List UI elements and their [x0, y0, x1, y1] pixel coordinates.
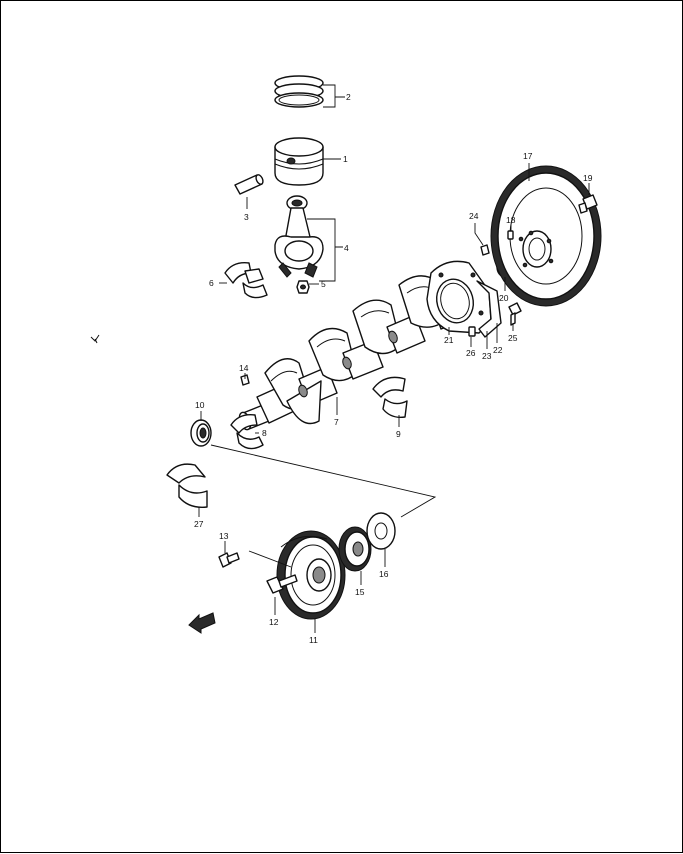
callout-27: 27: [194, 519, 204, 529]
callout-6: 6: [209, 278, 214, 288]
callout-19: 19: [583, 173, 593, 183]
flywheel-bolt: [578, 194, 598, 214]
flywheel-pin: [507, 230, 514, 240]
dowel-pin: [468, 326, 476, 337]
connecting-rod: [274, 195, 324, 278]
main-bearing-upper: [372, 376, 408, 419]
callout-10: 10: [195, 400, 205, 410]
connecting-rod-bearing: [224, 262, 268, 299]
callout-11: 11: [309, 635, 318, 645]
callout-15: 15: [355, 587, 365, 597]
piston-pin: [234, 174, 264, 195]
front-oil-seal: [190, 419, 212, 447]
pulley-bolt: [266, 574, 298, 594]
callout-12: 12: [269, 617, 279, 627]
callout-4: 4: [344, 243, 349, 253]
callout-24: 24: [469, 211, 479, 221]
callout-20: 20: [499, 293, 509, 303]
oil-seal-housing-bolt: [480, 244, 490, 256]
callout-14: 14: [239, 363, 249, 373]
callout-1: 1: [343, 154, 348, 164]
callout-9: 9: [396, 429, 401, 439]
rod-nut: [296, 280, 310, 294]
callout-8: 8: [262, 428, 267, 438]
callout-22: 22: [493, 345, 503, 355]
callout-leaders: [198, 84, 590, 633]
callout-numbers: 2 1 3 4 5 6 7 8 9 10 11 12 13 14 15 16 1…: [194, 92, 593, 645]
rear-plate: [476, 280, 502, 338]
callout-5: 5: [321, 279, 326, 289]
thrust-bearing: [166, 463, 208, 508]
flywheel: [490, 165, 602, 307]
piston: [274, 137, 324, 186]
callout-17: 17: [523, 151, 533, 161]
rear-plate-bolt: [508, 302, 522, 326]
main-bearing-lower: [230, 414, 264, 450]
crankshaft-pulley: [276, 530, 346, 620]
callout-18: 18: [506, 215, 516, 225]
callout-25: 25: [508, 333, 518, 343]
rear-oil-seal-housing: [426, 260, 492, 334]
scan-mark-icon: [90, 334, 100, 344]
callout-2: 2: [346, 92, 351, 102]
front-direction-arrow-icon: [188, 612, 216, 634]
pulley-small-bolt: [218, 552, 240, 568]
guide-plate: [366, 512, 396, 550]
callout-16: 16: [379, 569, 389, 579]
timing-belt-pulley: [338, 526, 372, 572]
piston-rings: [274, 75, 324, 108]
callout-3: 3: [244, 212, 249, 222]
callout-23: 23: [482, 351, 492, 361]
callout-21: 21: [444, 335, 454, 345]
callout-13: 13: [219, 531, 229, 541]
assembly-guide-lines: [210, 444, 437, 568]
callout-26: 26: [466, 348, 476, 358]
callout-7: 7: [334, 417, 339, 427]
